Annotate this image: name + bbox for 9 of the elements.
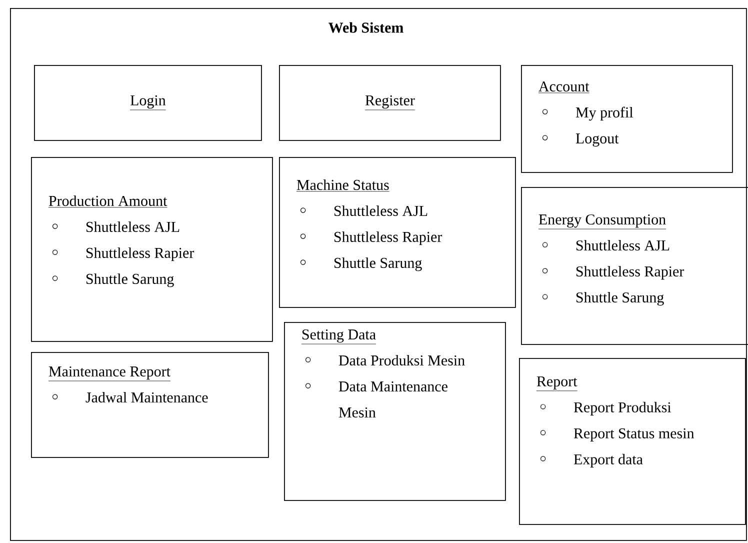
menu-box: Login bbox=[34, 65, 262, 141]
menu-box: Register bbox=[279, 65, 501, 141]
menu-box: Report Report Produksi Report Status mesin Export data bbox=[519, 358, 746, 525]
menu-box: Setting Data Data Produksi Mesin Data Maintenance Mesin bbox=[284, 322, 506, 501]
menu-box: Production Amount Shuttleless AJL Shuttleless Rapier Shuttle Sarung bbox=[31, 157, 273, 342]
menu-box: Account My profil Logout bbox=[521, 65, 733, 173]
menu-box: Maintenance Report Jadwal Maintenance bbox=[31, 352, 269, 458]
menu-box: Energy Consumption Shuttleless AJL Shuttleless Rapier Shuttle Sarung bbox=[521, 187, 748, 345]
menu-box: Machine Status Shuttleless AJL Shuttleless Rapier Shuttle Sarung bbox=[279, 157, 516, 308]
